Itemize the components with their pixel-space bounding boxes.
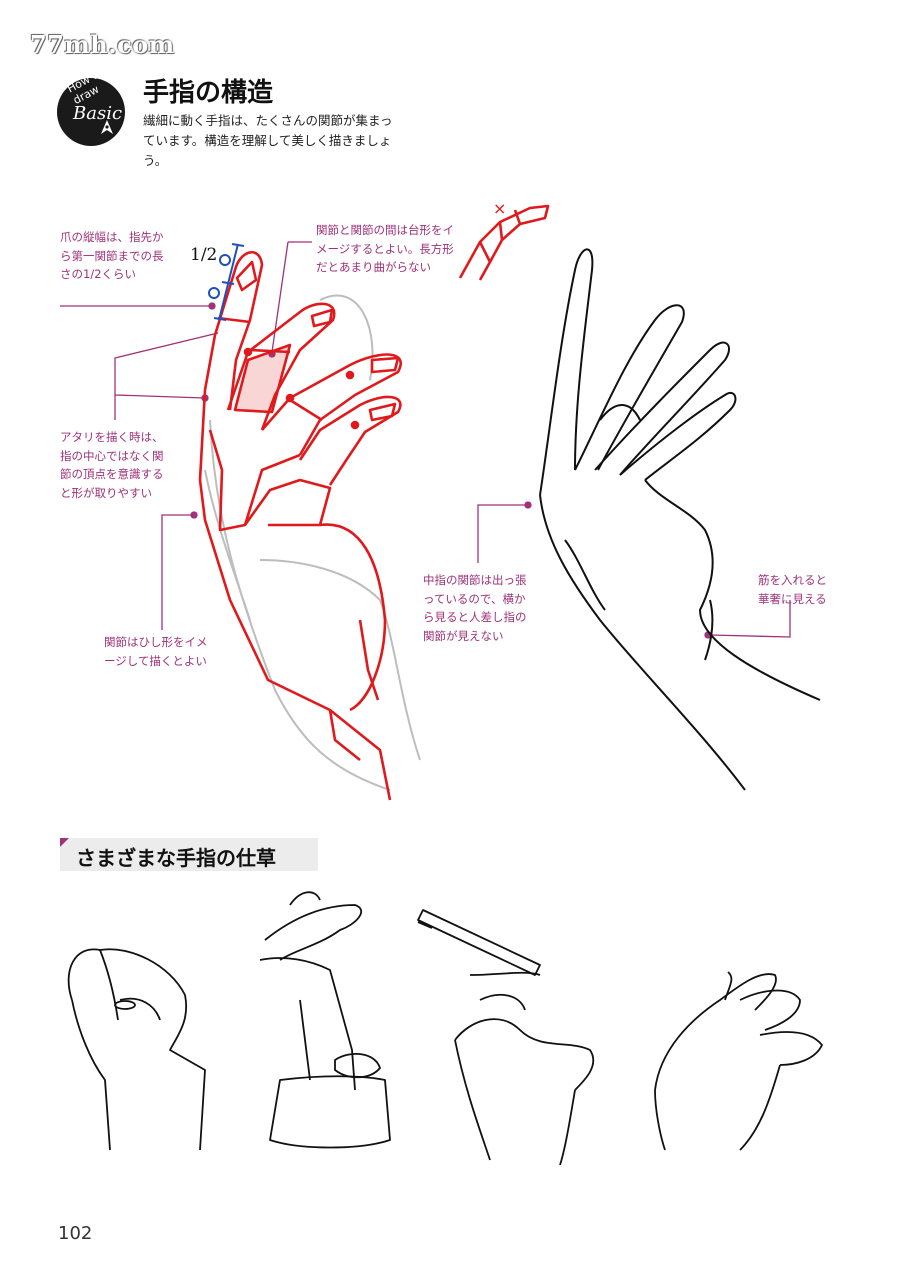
watermark: 77mh.com <box>30 30 175 59</box>
page-title: 手指の構造 <box>143 78 274 108</box>
leader-lines <box>60 241 791 639</box>
cross-mark: × <box>493 199 506 218</box>
gesture-hand-open <box>654 971 823 1151</box>
annotation-atari: アタリを描く時は、指の中心ではなく関節の頂点を意識すると形が取りやすい <box>60 430 164 500</box>
badge-line2: Basic <box>73 103 123 124</box>
how-to-draw-badge: How to draw Basic <box>57 66 125 146</box>
half-mark: 1/2 <box>190 245 217 265</box>
section-header-background <box>60 838 318 871</box>
gesture-hand-fist <box>67 948 206 1151</box>
annotation-nail: 爪の縦幅は、指先から第一関節までの長さの1/2くらい <box>60 230 164 281</box>
ink-hand-side-view <box>539 248 821 791</box>
nail-ratio-marks <box>208 243 245 321</box>
red-construction-hand <box>198 251 402 801</box>
section-title: さまざまな手指の仕草 <box>76 846 276 870</box>
annotation-diamond: 関節はひし形をイメージして描くとよい <box>104 635 208 668</box>
annotation-tendon: 筋を入れると華奢に見える <box>758 573 827 606</box>
annotation-middle-joint: 中指の関節は出っ張っているので、横から見ると人差し指の関節が見えない <box>423 573 527 643</box>
gesture-hand-cigarette <box>417 909 595 1166</box>
page-subtitle: 繊細に動く手指は、たくさんの関節が集まっています。構造を理解して美しく描きましょ… <box>143 113 393 168</box>
section-triangle-icon <box>60 838 69 847</box>
page-number: 102 <box>58 1223 93 1244</box>
annotation-joints-trapezoid: 関節と関節の間は台形をイメージするとよい。長方形だとあまり曲がらない <box>316 223 454 274</box>
trapezoid-joint-diagram <box>458 204 550 281</box>
pen-nib-icon <box>101 120 113 134</box>
gesture-hand-cuff <box>259 891 391 1149</box>
